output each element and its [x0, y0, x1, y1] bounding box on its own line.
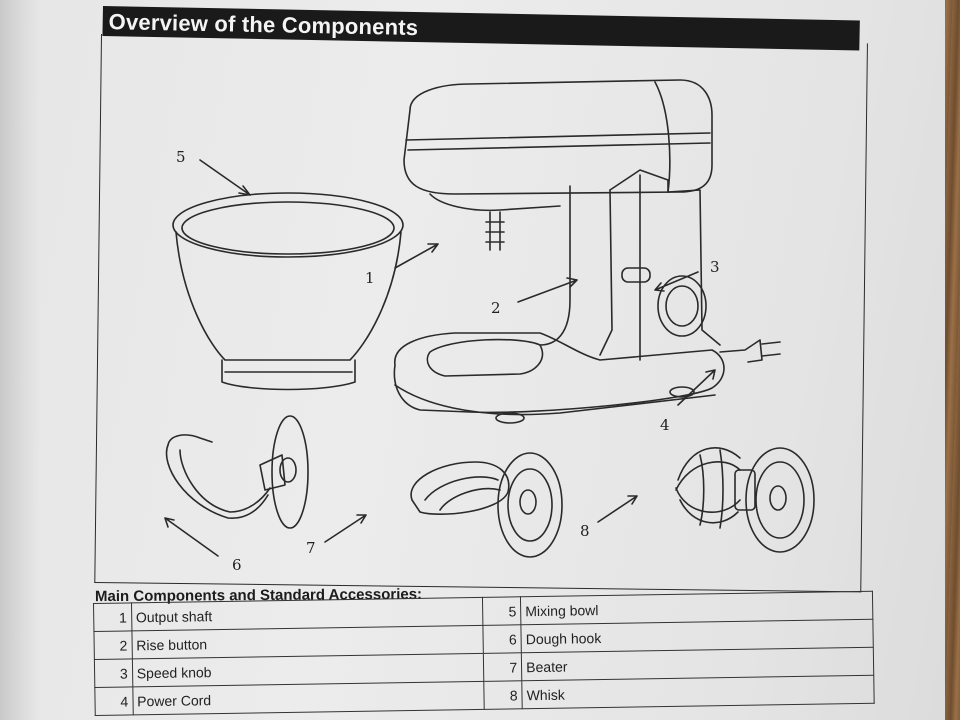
callout-8: 8 [580, 522, 590, 540]
table-cell-number: 4 [94, 686, 133, 716]
callout-labels: 5 1 2 3 4 6 7 8 [176, 148, 720, 574]
page-fold-shadow [0, 0, 40, 720]
mixing-bowl-drawing [172, 192, 404, 391]
callout-1: 1 [365, 269, 375, 287]
components-table: 1 Output shaft 5 Mixing bowl 2 Rise butt… [93, 591, 875, 716]
table-cell-number: 8 [484, 680, 523, 710]
callout-arrows [164, 159, 716, 557]
callout-7: 7 [306, 539, 316, 557]
callout-3: 3 [710, 258, 720, 276]
beater-drawing [410, 452, 563, 558]
table-cell-number: 3 [94, 658, 133, 688]
table-cell-number: 6 [483, 624, 522, 654]
table-cell-number: 2 [93, 630, 133, 660]
table-cell-number: 7 [483, 652, 522, 682]
table-cell-number: 1 [93, 602, 132, 632]
callout-4: 4 [660, 416, 670, 434]
dough-hook-drawing [165, 415, 309, 529]
callout-2: 2 [491, 299, 501, 317]
callout-6: 6 [232, 556, 242, 574]
stand-mixer-drawing [393, 79, 781, 424]
whisk-drawing [675, 447, 815, 553]
table-cell-name: Power Cord [132, 681, 485, 715]
table-cell-name: Whisk [521, 675, 875, 709]
callout-5: 5 [176, 148, 186, 166]
table-cell-number: 5 [482, 596, 522, 626]
